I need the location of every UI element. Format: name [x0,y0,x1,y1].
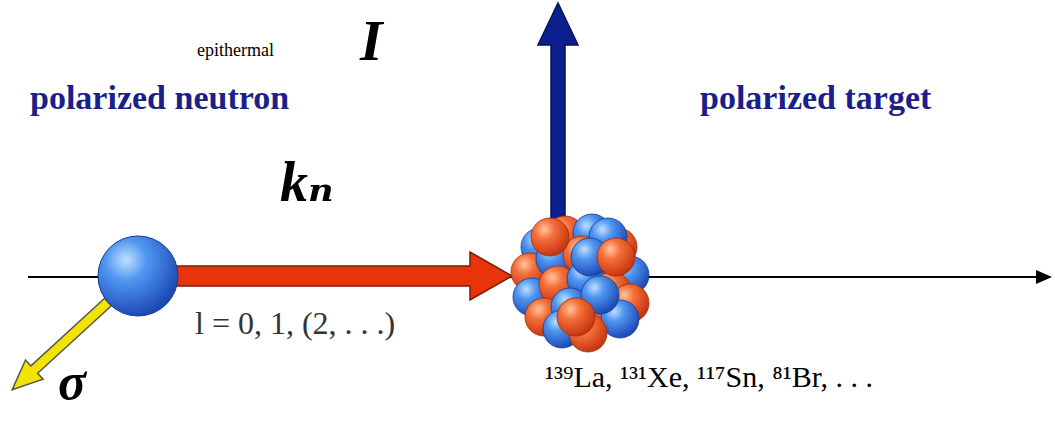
neutron-sphere [98,236,178,316]
momentum-arrow [175,252,512,300]
spin-symbol: I [360,8,383,75]
heading-label: polarized target [700,78,931,117]
axis-arrowhead [1036,270,1052,284]
partial-wave-label: l = 0, 1, (2, . . .) [195,305,395,342]
proton-ball [531,218,569,256]
heading-label: polarized neutron [30,78,289,117]
proton-ball [557,298,595,336]
momentum-symbol: kₙ [280,150,334,214]
energy-note: epithermal [197,40,274,61]
spin-arrow [538,3,578,250]
nucleus-cluster [511,214,649,352]
polarization-symbol: σ [58,352,86,412]
proton-ball [597,238,635,276]
isotope-list: ¹³⁹La, ¹³¹Xe, ¹¹⁷Sn, ⁸¹Br, . . . [545,360,873,395]
